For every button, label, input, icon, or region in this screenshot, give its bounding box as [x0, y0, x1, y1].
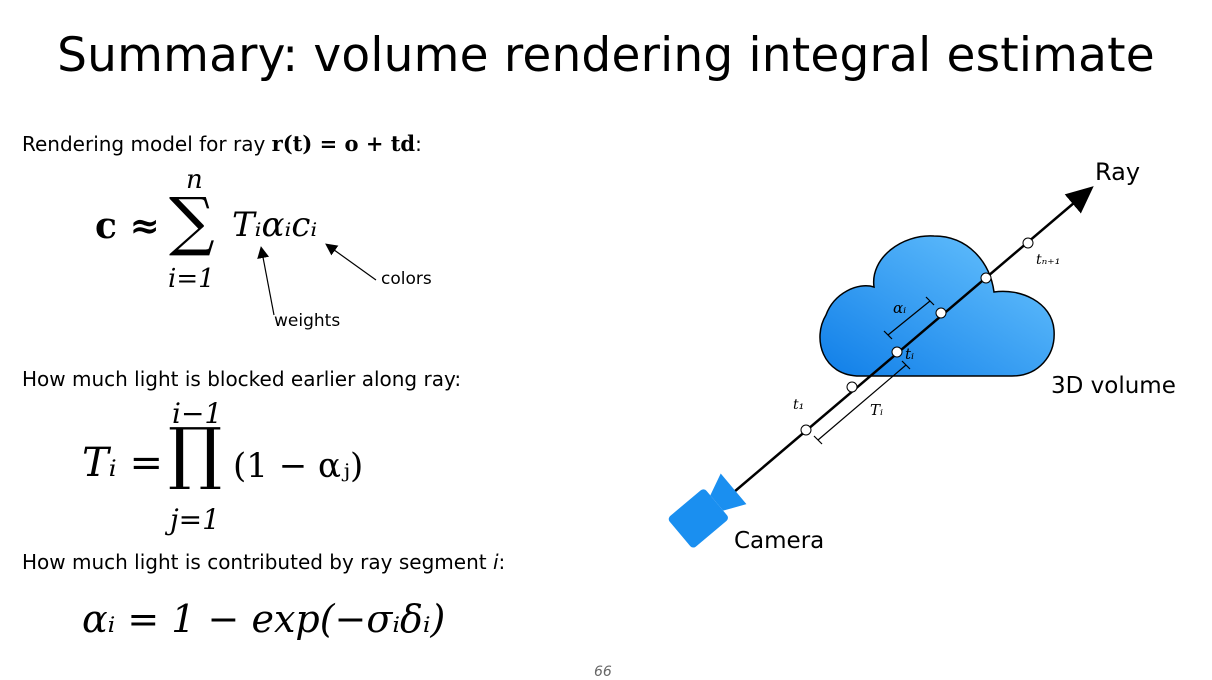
- sample-point: [800, 424, 812, 436]
- sum-lhs: c ≈: [95, 205, 160, 247]
- contribution-var: i: [492, 550, 499, 574]
- camera-icon: [668, 473, 747, 548]
- colors-annotation: colors: [381, 269, 432, 289]
- sum-symbol: ∑: [169, 185, 215, 259]
- sample-point-tn1: [1022, 237, 1034, 249]
- contribution-prefix: How much light is contributed by ray seg…: [22, 550, 493, 574]
- sum-lower-limit: i=1: [168, 264, 215, 294]
- annotation-arrows: [257, 243, 377, 316]
- tn1-label: tₙ₊₁: [1036, 252, 1061, 268]
- alpha-i-label: αᵢ: [893, 299, 907, 317]
- ray-equation: r(t) = o + td: [271, 131, 416, 156]
- sum-term: Tᵢαᵢcᵢ: [232, 205, 318, 245]
- alpha-equation: αᵢ = 1 − exp(−σᵢδᵢ): [82, 597, 446, 641]
- prod-lhs: Tᵢ =: [82, 440, 163, 486]
- alpha-segment-bracket: [883, 296, 935, 340]
- weights-arrow: [257, 246, 275, 316]
- sample-point-ti: [891, 346, 903, 358]
- sample-point: [846, 381, 858, 393]
- rendering-model-suffix: :: [415, 132, 422, 156]
- contribution-line: How much light is contributed by ray seg…: [22, 550, 505, 574]
- Ti-label: Tᵢ: [870, 401, 884, 419]
- volume-label: 3D volume: [1051, 373, 1176, 399]
- colors-arrow: [325, 243, 377, 281]
- t1-label: t₁: [793, 397, 805, 413]
- blocked-light-text: How much light is blocked earlier along …: [22, 367, 462, 391]
- contribution-suffix: :: [498, 550, 506, 574]
- sample-point: [980, 272, 992, 284]
- prod-lower-limit: j=1: [170, 503, 220, 536]
- rendering-model-line: Rendering model for ray r(t) = o + td:: [22, 131, 422, 156]
- ray-label: Ray: [1095, 158, 1141, 186]
- weights-annotation: weights: [274, 311, 341, 331]
- cloud-volume: [819, 235, 1055, 377]
- rendering-model-prefix: Rendering model for ray: [22, 132, 272, 156]
- sample-point: [935, 307, 947, 319]
- camera-label: Camera: [734, 528, 825, 554]
- prod-term: (1 − αⱼ): [233, 446, 364, 486]
- prod-symbol: ∏: [168, 414, 223, 493]
- transmittance-bracket: [813, 360, 911, 445]
- prod-upper-limit: i−1: [172, 397, 223, 430]
- slide-title: Summary: volume rendering integral estim…: [57, 28, 1155, 83]
- ti-label: tᵢ: [905, 345, 915, 363]
- sum-upper-limit: n: [186, 165, 203, 195]
